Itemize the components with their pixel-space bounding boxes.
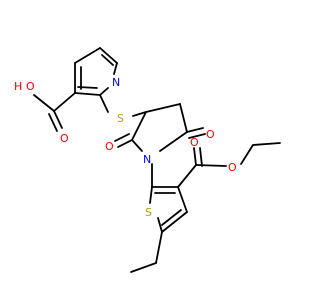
- molecule-structure-diagram: H O O N S O O N O O S: [14, 47, 281, 273]
- bond-pyr-s: [99, 94, 109, 113]
- atom-imide-o-left: O: [105, 140, 114, 153]
- bond-ring-c3-c4: [145, 103, 181, 113]
- bond-pyr-c2-c3: [99, 47, 118, 64]
- bond-c2-o-left: [117, 139, 133, 148]
- atom-ester-carbonyl-o: O: [190, 136, 199, 149]
- bond-s-ring: [132, 111, 147, 117]
- atom-hydroxyl-h: H: [14, 80, 22, 93]
- bond-ethyl-ch2-ch3: [130, 262, 157, 273]
- bonds: [33, 47, 281, 273]
- molecule-svg: H O O N S O O N O O S: [14, 47, 281, 273]
- atom-imide-o-top: O: [206, 128, 215, 141]
- bond-ring-n-c2: [131, 139, 143, 152]
- bond-pyr-c3-n: [113, 62, 118, 75]
- atom-hydroxyl-o: O: [26, 80, 35, 93]
- atom-thiophene-s: S: [145, 206, 152, 219]
- bond-c2-o-left-double: [114, 133, 130, 142]
- bond-c5-o-top: [186, 127, 204, 133]
- bond-pyr-c4-c5: [74, 92, 101, 96]
- atom-acid-carbonyl-o: O: [60, 132, 69, 145]
- bond-th-c4-c5-double: [161, 209, 182, 226]
- bond-ester-ch2-ch3: [252, 142, 281, 146]
- bond-pyr-c1-c2: [74, 47, 101, 64]
- bond-ester-c-o-double: [199, 147, 203, 167]
- bond-ester-c-o: [193, 147, 197, 166]
- bond-pyr-c2-c3-double: [101, 54, 114, 66]
- bond-th-c4-c5: [161, 211, 188, 233]
- bond-acid-c-o-double: [48, 113, 58, 132]
- bond-ring-c2-c3: [131, 111, 147, 141]
- atom-thioether-s: S: [117, 112, 124, 125]
- bond-th-c3-c4: [177, 186, 188, 213]
- bond-th-s-c2: [149, 186, 153, 204]
- bond-th-c5-s: [157, 217, 163, 233]
- atom-labels: H O O N S O O N O O S: [14, 76, 237, 219]
- bond-th-ethyl-ch2: [155, 231, 163, 264]
- bond-c5-o-top-double: [188, 133, 206, 139]
- bond-acid-c-ring: [53, 92, 76, 112]
- bond-acid-c-oh: [33, 94, 55, 112]
- bond-ester-c-oether: [195, 164, 227, 167]
- atom-pyridine-n: N: [112, 76, 120, 89]
- bond-ester-o-ch2: [240, 144, 254, 165]
- bond-acid-c-o: [53, 110, 63, 129]
- bond-th-ester-c: [177, 164, 197, 188]
- atom-ester-ether-o: O: [228, 161, 237, 174]
- bond-ring-c5-n: [159, 131, 188, 152]
- atom-imide-n: N: [143, 153, 151, 166]
- bond-ring-c4-c5: [179, 103, 188, 133]
- bond-pyr-n-c4: [99, 87, 109, 96]
